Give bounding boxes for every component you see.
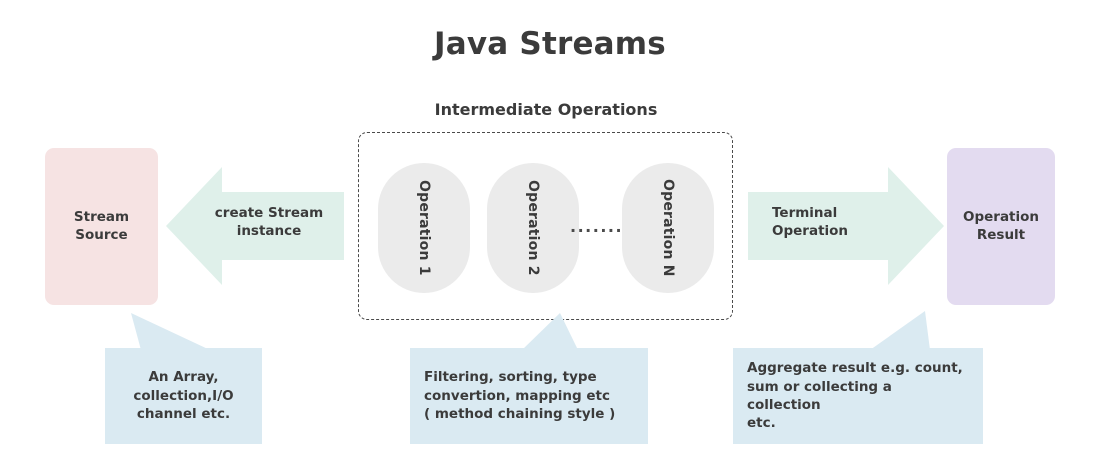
- operation-result-box: Operation Result: [947, 148, 1055, 305]
- stream-source-label: Stream Source: [74, 209, 129, 245]
- operation-result-label: Operation Result: [963, 209, 1039, 245]
- source-callout-line2: collection,I/O: [133, 387, 234, 404]
- terminal-callout-tail-shape: [870, 311, 930, 350]
- intermediate-callout-tail-shape: [522, 313, 578, 350]
- intermediate-callout: Filtering, sorting, type convertion, map…: [410, 348, 648, 444]
- create-stream-arrow-shape: [166, 167, 344, 285]
- create-stream-label-line2: instance: [236, 222, 302, 239]
- source-callout-line1: An Array,: [148, 369, 219, 386]
- terminal-callout: Aggregate result e.g. count, sum or coll…: [733, 348, 983, 444]
- terminal-operation-label-line2: Operation: [772, 222, 849, 239]
- operation-pill-1: Operation 1: [378, 163, 470, 293]
- operation-pill-1-label: Operation 1: [416, 180, 432, 276]
- terminal-callout-line2: sum or collecting a collection: [747, 378, 892, 413]
- source-callout-line3: channel etc.: [136, 406, 231, 423]
- terminal-operation-arrow-shape: [748, 167, 944, 285]
- intermediate-callout-line1: Filtering, sorting, type: [424, 369, 597, 386]
- operation-result-label-line2: Result: [976, 226, 1026, 243]
- terminal-callout-text: Aggregate result e.g. count, sum or coll…: [747, 359, 969, 432]
- operation-result-label-line1: Operation: [962, 208, 1040, 225]
- ellipsis-separator: ........: [570, 217, 631, 236]
- intermediate-callout-line3: ( method chaining style ): [424, 406, 616, 423]
- terminal-callout-line1: Aggregate result e.g. count,: [747, 360, 963, 377]
- source-callout-tail: [100, 305, 220, 355]
- stream-source-label-line1: Stream: [73, 208, 130, 225]
- operation-pill-n: Operation N: [622, 163, 714, 293]
- intermediate-callout-text: Filtering, sorting, type convertion, map…: [424, 368, 615, 423]
- terminal-operation-arrow-label: Terminal Operation: [772, 205, 902, 241]
- source-callout: An Array, collection,I/O channel etc.: [105, 348, 262, 444]
- stream-source-box: Stream Source: [45, 148, 158, 305]
- operation-pill-2: Operation 2: [487, 163, 579, 293]
- source-callout-text: An Array, collection,I/O channel etc.: [133, 368, 233, 423]
- create-stream-arrow: [166, 167, 344, 285]
- intermediate-callout-line2: convertion, mapping etc: [424, 387, 611, 404]
- stream-source-label-line2: Source: [75, 226, 128, 243]
- terminal-callout-tail: [820, 305, 950, 355]
- page-title: Java Streams: [434, 26, 666, 62]
- create-stream-arrow-label: create Stream instance: [200, 205, 338, 241]
- intermediate-operations-container: [358, 132, 733, 320]
- operation-pill-n-label: Operation N: [660, 179, 676, 277]
- terminal-operation-arrow: [748, 167, 944, 285]
- terminal-operation-label-line1: Terminal: [772, 205, 838, 221]
- intermediate-callout-tail: [500, 305, 620, 355]
- source-callout-tail-shape: [131, 313, 210, 350]
- terminal-callout-line3: etc.: [747, 415, 776, 432]
- operation-pill-2-label: Operation 2: [525, 180, 541, 276]
- create-stream-label-line1: create Stream: [214, 205, 324, 221]
- intermediate-operations-title: Intermediate Operations: [434, 100, 658, 119]
